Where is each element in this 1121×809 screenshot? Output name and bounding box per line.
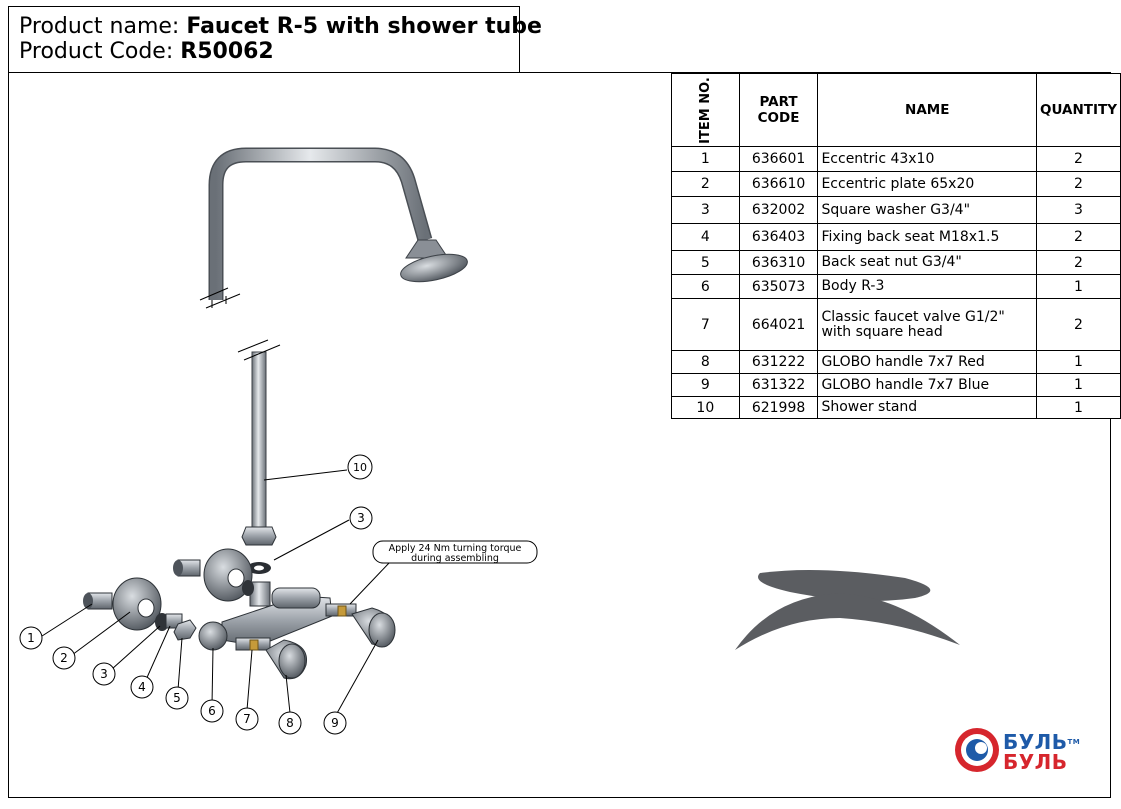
bom-qty-cell: 1: [1035, 373, 1121, 397]
bom-name-cell: Back seat nut G3/4": [817, 250, 1037, 275]
callout-3: 3: [100, 667, 108, 681]
bom-code-cell: 621998: [738, 396, 819, 419]
bom-code-cell: 631222: [738, 350, 819, 374]
callout-4-circle: [130, 675, 154, 699]
washer-right: [242, 580, 254, 596]
brand-line-2: БУЛЬ: [1003, 750, 1068, 774]
callout-9: 9: [331, 716, 339, 730]
shower-arm: [199, 147, 468, 309]
bom-item-cell: 1: [671, 146, 740, 172]
callout-7: 7: [243, 712, 251, 726]
bom-name-cell: Square washer G3/4": [817, 196, 1037, 224]
product-code-label: Product Code:: [19, 39, 181, 64]
bom-code-cell: 636610: [738, 171, 819, 197]
callout-1: 1: [27, 631, 35, 645]
shower-tube: [237, 339, 281, 574]
bom-name-cell: Shower stand: [817, 396, 1037, 419]
part-code-header: PART CODE: [738, 73, 819, 147]
trademark-mark: TM: [1067, 738, 1081, 746]
handle-red: [265, 639, 308, 680]
bom-name-cell: GLOBO handle 7x7 Red: [817, 350, 1037, 374]
valve-right: [325, 603, 357, 617]
faucet-body: [198, 581, 333, 651]
callout-2-circle: [52, 646, 76, 670]
valve-left: [235, 637, 271, 651]
nut-left: [173, 619, 197, 641]
callout-2: 2: [60, 651, 68, 665]
product-code-value: R50062: [180, 39, 274, 64]
callout-6-circle: [200, 699, 224, 723]
callout-3b: 3: [357, 511, 365, 525]
title-block: Product name: Faucet R-5 with shower tub…: [8, 6, 542, 73]
eccentric-plate-right: [203, 548, 253, 602]
bom-qty-cell: 2: [1035, 223, 1121, 251]
bom-name-cell: Eccentric plate 65x20: [817, 171, 1037, 197]
product-name-value: Faucet R-5 with shower tube: [186, 14, 542, 39]
eccentric-right: [173, 559, 201, 577]
bom-item-cell: 6: [671, 274, 740, 299]
product-name-line: Product name: Faucet R-5 with shower tub…: [19, 15, 542, 39]
bom-code-cell: 631322: [738, 373, 819, 397]
bom-code-cell: 636310: [738, 250, 819, 275]
bom-qty-cell: 3: [1035, 196, 1121, 224]
callout-5: 5: [173, 691, 181, 705]
callout-1-circle: [19, 626, 43, 650]
bom-item-cell: 8: [671, 350, 740, 374]
bom-qty-cell: 2: [1035, 250, 1121, 275]
handle-blue: [351, 607, 396, 648]
bom-code-cell: 636403: [738, 223, 819, 251]
bom-qty-cell: 2: [1035, 298, 1121, 351]
brand-line-1: БУЛЬTM: [1003, 730, 1081, 754]
bom-item-cell: 10: [671, 396, 740, 419]
drawing-frame: [8, 72, 1111, 798]
callout-7-circle: [235, 707, 259, 731]
callout-8: 8: [286, 716, 294, 730]
bom-code-cell: 632002: [738, 196, 819, 224]
callout-8-circle: [278, 711, 302, 735]
torque-note-line1: Apply 24 Nm turning torque: [389, 543, 522, 554]
callout-10-circle: [347, 454, 373, 480]
bom-name-cell: Fixing back seat M18x1.5: [817, 223, 1037, 251]
product-name-label: Product name:: [19, 14, 187, 39]
callout-5-circle: [165, 686, 189, 710]
bom-name-cell: Body R-3: [817, 274, 1037, 299]
product-code-line: Product Code: R50062: [19, 40, 274, 64]
brand-logo-text: БУЛЬTM БУЛЬ: [1003, 732, 1080, 772]
brand-logo-mark: [955, 728, 999, 772]
bom-code-cell: 635073: [738, 274, 819, 299]
callout-3b-circle: [349, 506, 373, 530]
callout-4: 4: [138, 680, 146, 694]
callout-3-circle: [92, 662, 116, 686]
bom-item-cell: 5: [671, 250, 740, 275]
callout-6: 6: [208, 704, 216, 718]
callout-10: 10: [353, 461, 367, 474]
leader-lines: [41, 469, 391, 716]
quantity-header: QUANTITY: [1035, 73, 1121, 147]
watermark-logo: [735, 569, 960, 650]
bom-qty-cell: 1: [1035, 396, 1121, 419]
bom-header-row: ITEM NO. PART CODE NAME QUANTITY: [671, 73, 1121, 147]
torque-note-line2: during assembling: [411, 553, 499, 564]
torque-note: Apply 24 Nm turning torque during assemb…: [372, 540, 538, 564]
bom-qty-cell: 2: [1035, 146, 1121, 172]
callout-9-circle: [323, 711, 347, 735]
bom-code-cell: 636601: [738, 146, 819, 172]
bom-name-cell: Classic faucet valve G1/2" with square h…: [817, 298, 1037, 351]
shower-head: [400, 239, 468, 283]
eccentric-plate-left: [112, 577, 162, 631]
